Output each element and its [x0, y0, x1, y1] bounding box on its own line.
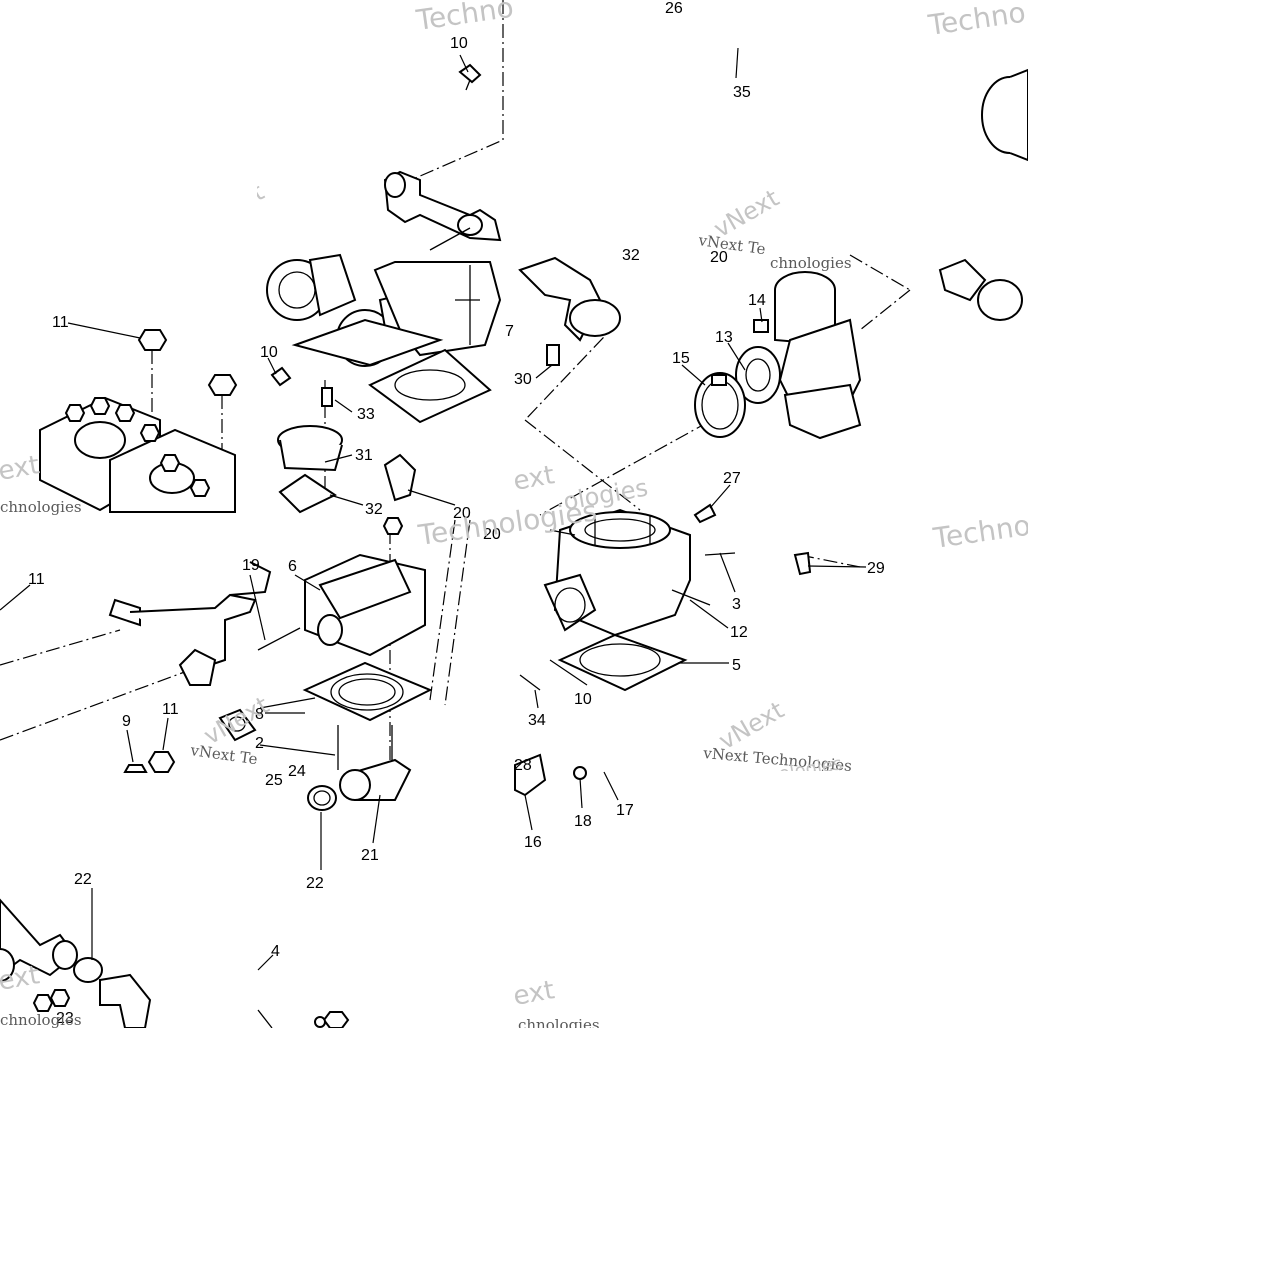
nut-11-lower — [123, 751, 176, 773]
watermark-ext: ext — [0, 960, 42, 997]
assembly-centerlines — [0, 0, 911, 770]
callout-8: 8 — [255, 706, 264, 723]
carburetor — [735, 271, 862, 440]
nut-11-upper — [137, 329, 238, 396]
callout-34: 34 — [528, 712, 546, 729]
plug-33 — [321, 387, 333, 407]
callout-29: 29 — [867, 560, 885, 577]
callout-26: 26 — [665, 0, 683, 17]
watermark-technologies: Techno — [413, 0, 515, 37]
gasket-32 — [278, 453, 417, 514]
callout-5: 5 — [732, 657, 741, 674]
watermark-ologies: ologies — [561, 474, 650, 516]
watermark-chnologies: chnologies — [0, 1011, 82, 1029]
callout-20: 20 — [453, 505, 471, 522]
callout-20: 20 — [483, 526, 501, 543]
callout-15: 15 — [672, 350, 690, 367]
callout-18: 18 — [574, 813, 592, 830]
callout-22: 22 — [306, 875, 324, 892]
callout-35: 35 — [733, 84, 751, 101]
watermark-chnologies: chnologies — [0, 498, 82, 516]
callout-10: 10 — [574, 691, 592, 708]
cylinder-head-6 — [304, 517, 426, 657]
callout-24: 24 — [288, 763, 306, 780]
studs-center — [337, 725, 393, 770]
callout-14: 14 — [748, 292, 766, 309]
callout-33: 33 — [357, 406, 375, 423]
watermark-ext: ext — [0, 450, 42, 487]
leader-lines — [0, 47, 867, 971]
water-fitting-upper — [518, 256, 621, 366]
exhaust-manifold-upper — [383, 170, 502, 251]
callout-17: 17 — [616, 802, 634, 819]
screw-27-29 — [693, 503, 812, 576]
watermark-vnext: vNext — [709, 184, 784, 243]
head-gasket-8 — [302, 661, 433, 722]
callout-31: 31 — [355, 447, 373, 464]
callout-10: 10 — [260, 344, 278, 361]
watermark-ext: ext — [511, 460, 557, 497]
callout-13: 13 — [715, 329, 733, 346]
callout-3: 3 — [732, 596, 741, 613]
callout-11: 11 — [28, 571, 45, 588]
callout-11: 11 — [52, 314, 69, 331]
callout-4: 4 — [271, 943, 280, 960]
callout-22: 22 — [74, 871, 92, 888]
callout-16: 16 — [524, 834, 542, 851]
callout-2: 2 — [255, 735, 264, 752]
watermark-vnext: vNext Te — [188, 741, 258, 768]
elbow-21 — [339, 758, 412, 801]
callout-labels: 26 35 10 11 10 33 31 32 30 7 14 13 15 27… — [28, 0, 885, 1027]
cylinder-head-left-pair — [39, 396, 236, 513]
clamp-15 — [694, 372, 746, 438]
watermark-technologies: Techno — [925, 0, 1027, 42]
fitting-right-edge — [938, 68, 1039, 321]
callout-23: 23 — [56, 1010, 74, 1027]
thermostat-31 — [277, 425, 343, 472]
callout-27: 27 — [723, 470, 741, 487]
callout-30: 30 — [514, 371, 532, 388]
callout-6: 6 — [288, 558, 297, 575]
exhaust-lower-left — [0, 898, 152, 1029]
callout-10: 10 — [450, 35, 468, 52]
base-gasket-upper — [291, 318, 492, 424]
fittings-bottom-center — [257, 1009, 350, 1029]
callout-19: 19 — [242, 557, 260, 574]
callout-21: 21 — [361, 847, 379, 864]
water-manifold-19 — [108, 561, 301, 686]
callout-20: 20 — [710, 249, 728, 266]
callout-7: 7 — [505, 323, 514, 340]
callout-28: 28 — [514, 757, 532, 774]
cylinder-right — [543, 508, 691, 637]
gasket-misc — [218, 708, 257, 742]
callout-25: 25 — [265, 772, 283, 789]
clamp-25-22 — [307, 785, 337, 811]
callout-32: 32 — [622, 247, 640, 264]
callout-9: 9 — [122, 713, 131, 730]
callout-12: 12 — [730, 624, 748, 641]
watermark-ext: ext — [511, 975, 557, 1012]
callout-11: 11 — [162, 701, 179, 718]
watermark-chnologies: chnologies — [770, 254, 852, 272]
screw-10 — [270, 63, 482, 387]
base-gasket-5 — [557, 633, 688, 692]
callout-32: 32 — [365, 501, 383, 518]
